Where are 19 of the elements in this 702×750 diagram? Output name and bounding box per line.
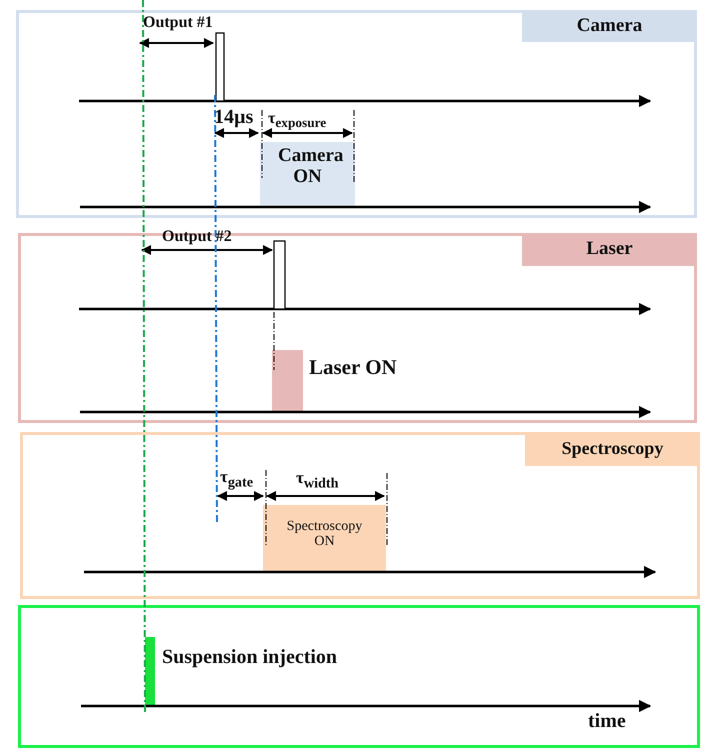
dimension-label: τ$_{exposure}$ — [268, 110, 326, 131]
timing-panel — [16, 10, 697, 218]
bar-caption: Suspension injection — [162, 646, 338, 668]
camera-on-block — [260, 142, 355, 207]
dimension-label: τ$_{width}$ — [296, 469, 338, 492]
timing-panel — [20, 432, 700, 599]
dimension-label: Output #2 — [162, 228, 232, 246]
spectroscopy-on-block — [263, 505, 386, 571]
dimension-label: 14µs — [214, 106, 254, 128]
bar-caption: Laser ON — [309, 356, 397, 380]
timing-panel — [18, 605, 700, 748]
panel-title: Laser — [522, 233, 697, 266]
panel-title: Camera — [522, 10, 697, 42]
panel-title: Spectroscopy — [525, 432, 700, 466]
block-text: Camera ON — [277, 146, 344, 188]
dimension-label: τ$_{gate}$ — [220, 468, 253, 491]
block-text: Spectroscopy ON — [286, 519, 364, 550]
dimension-label: Output #1 — [143, 14, 213, 32]
axis-label: time — [588, 710, 626, 732]
